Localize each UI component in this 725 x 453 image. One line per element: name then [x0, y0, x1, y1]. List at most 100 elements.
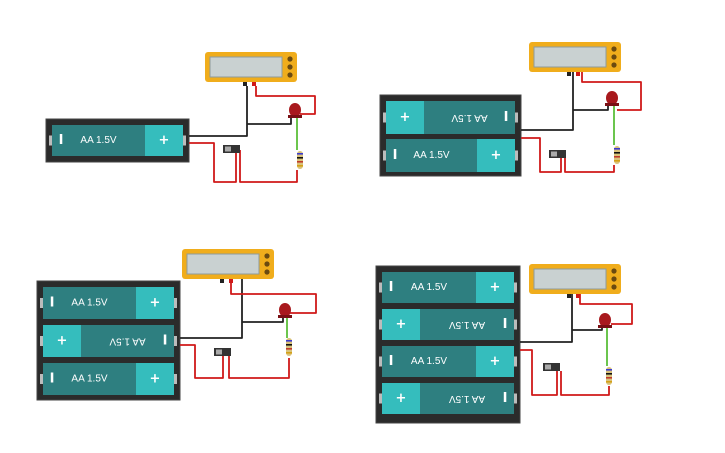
wire-red-battery-to-switch [521, 137, 562, 173]
resistor-band-4 [286, 352, 292, 354]
cell-terminal-right [174, 336, 177, 346]
minus-sign: I [503, 391, 508, 406]
battery-cell: AA 1.5V+I [40, 325, 177, 357]
resistor [614, 146, 620, 164]
wire-black-battery-to-meter [189, 86, 248, 137]
cell-label: AA 1.5V [451, 112, 487, 123]
cell-cap [136, 363, 174, 395]
cell-terminal-right [515, 112, 518, 123]
cell-label: AA 1.5V [413, 150, 449, 161]
resistor-band-1 [614, 148, 620, 150]
wire-red-meter-to-led [579, 294, 633, 325]
switch-lever [545, 364, 551, 370]
probe-black [567, 294, 571, 298]
led [605, 91, 619, 106]
wire-red-battery-to-switch [520, 349, 558, 396]
wire-black-meter-to-led [572, 326, 603, 331]
resistor-band-3 [297, 161, 303, 163]
probe-red [576, 72, 580, 76]
circuit-3-cells: AA 1.5V+IAA 1.5V+IAA 1.5V+I [36, 249, 317, 401]
cell-terminal-right [514, 393, 517, 404]
cell-label: AA 1.5V [449, 319, 485, 330]
wire-red-switch-to-resistor [239, 150, 298, 183]
cell-label: AA 1.5V [109, 336, 145, 347]
multimeter-screen [209, 56, 283, 78]
multimeter-dial-3 [611, 62, 617, 68]
resistor-band-4 [606, 381, 612, 383]
multimeter-dial-3 [287, 72, 293, 78]
cell-terminal-right [174, 298, 177, 308]
multimeter-dial-2 [264, 261, 270, 267]
minus-sign: I [503, 317, 508, 332]
minus-sign: I [389, 280, 394, 295]
multimeter-dial-1 [287, 56, 293, 62]
led-base [605, 103, 619, 106]
battery-cell: AA 1.5V + I [40, 287, 177, 319]
multimeter [529, 264, 621, 298]
multimeter-dial-1 [264, 253, 270, 259]
resistor [606, 367, 612, 385]
wire-red-switch-to-resistor [564, 156, 615, 173]
cell-terminal-left [40, 336, 43, 346]
resistor-body [614, 146, 620, 164]
resistor-band-2 [297, 157, 303, 159]
cell-label: AA 1.5V [71, 298, 107, 309]
plus-sign: + [150, 372, 161, 387]
cell-terminal-right [183, 135, 186, 146]
resistor-band-4 [614, 160, 620, 162]
cell-terminal-right [515, 150, 518, 161]
multimeter-dial-2 [287, 64, 293, 70]
cell-label: AA 1.5V [71, 374, 107, 385]
led-body [599, 313, 611, 327]
minus-sign: I [50, 372, 55, 387]
plus-sign: + [490, 280, 501, 295]
multimeter [205, 52, 297, 86]
cell-terminal-left [40, 298, 43, 308]
multimeter-dial-3 [611, 284, 617, 290]
plus-sign: + [400, 110, 411, 125]
cell-cap [476, 272, 514, 303]
cell-terminal-left [379, 319, 382, 330]
resistor-body [606, 367, 612, 385]
cell-terminal-right [514, 319, 517, 330]
multimeter-screen [533, 46, 607, 68]
probe-red [252, 82, 256, 86]
minus-sign: I [50, 296, 55, 311]
switch-body [214, 348, 231, 356]
battery-cell: AA 1.5V+I [379, 346, 517, 377]
battery-cell: AA 1.5V+I [49, 125, 186, 156]
cell-terminal-right [514, 356, 517, 367]
circuit-2-cells: AA 1.5V+IAA 1.5V+I [379, 42, 642, 177]
resistor-band-3 [614, 156, 620, 158]
wire-black-battery-to-meter [180, 279, 243, 339]
battery-cell: AA 1.5V+I [383, 139, 518, 172]
led-body [289, 103, 301, 117]
plus-sign: + [396, 317, 407, 332]
resistor-band-2 [606, 373, 612, 375]
switch-body [223, 145, 240, 153]
wire-black-battery-to-meter [521, 72, 574, 131]
cell-label: AA 1.5V [411, 282, 447, 293]
wire-red-battery-to-switch [189, 142, 237, 183]
cell-terminal-left [40, 374, 43, 384]
multimeter [182, 249, 274, 283]
battery-cell: AA 1.5V + I [379, 272, 517, 303]
circuit-4-cells: AA 1.5V+IAA 1.5V+IAA 1.5V+IAA 1.5V+I [375, 264, 633, 424]
resistor-band-4 [297, 165, 303, 167]
multimeter-dial-1 [611, 46, 617, 52]
cell-terminal-right [514, 282, 517, 293]
probe-black [220, 279, 224, 283]
cell-cap [476, 346, 514, 377]
switch [223, 145, 240, 153]
minus-sign: I [389, 354, 394, 369]
led-base [598, 325, 612, 328]
plus-sign: + [150, 296, 161, 311]
wire-red-meter-to-led [581, 72, 642, 111]
cell-terminal-left [379, 356, 382, 367]
led [598, 313, 612, 328]
switch-lever [225, 146, 231, 152]
minus-sign: I [59, 133, 64, 148]
multimeter [529, 42, 621, 76]
switch-body [549, 150, 566, 158]
